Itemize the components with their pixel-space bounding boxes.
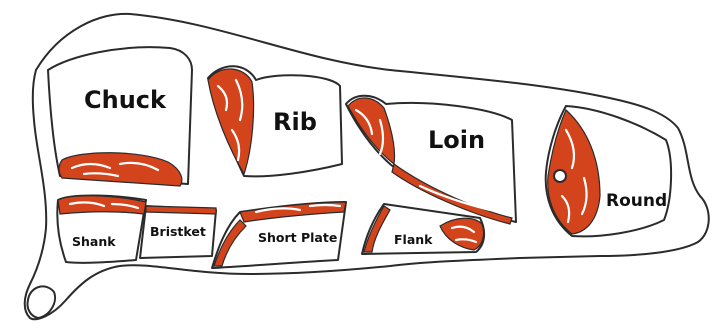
shank-cut: Shank <box>57 196 146 263</box>
brisket-cut: Bristket <box>140 206 216 258</box>
brisket-label: Bristket <box>150 224 206 239</box>
rib-label: Rib <box>273 108 317 136</box>
round-label: Round <box>606 191 667 211</box>
short-plate-label: Short Plate <box>258 230 337 245</box>
chuck-cut: Chuck <box>48 47 192 186</box>
shank-label: Shank <box>72 234 116 249</box>
chuck-label: Chuck <box>84 86 167 114</box>
flank-label: Flank <box>394 232 433 247</box>
loin-label: Loin <box>428 126 485 154</box>
